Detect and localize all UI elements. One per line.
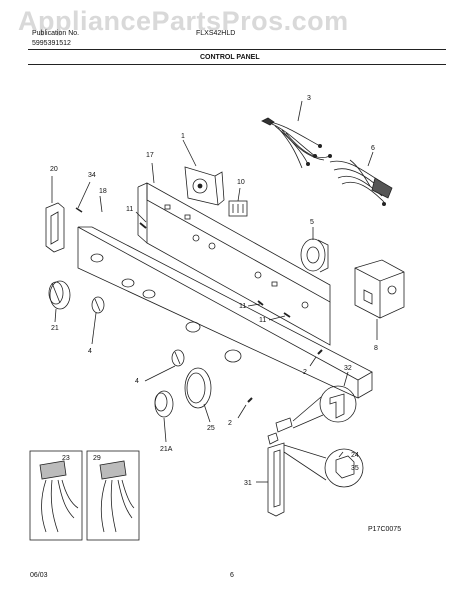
callout-3: 3 (307, 95, 311, 102)
footer-date: 06/03 (30, 572, 48, 579)
publication-label: Publication No. (32, 30, 80, 37)
callout-6: 6 (371, 145, 375, 152)
publication-number: 5995391512 (32, 40, 71, 47)
control-console-18-drawing (77, 195, 373, 399)
knob-21-drawing (48, 280, 71, 323)
callout-21: 21 (51, 325, 59, 332)
callout-34: 34 (88, 172, 96, 179)
callout-11b: 11 (239, 303, 246, 310)
clips-2-drawing (237, 349, 323, 419)
page-number: 6 (230, 572, 234, 579)
harness-inset-29-drawing (86, 450, 140, 541)
control-panel-back-plate-17-drawing (137, 162, 331, 346)
callout-10: 10 (237, 179, 245, 186)
callout-labels: 3 1 6 17 20 34 10 18 11 5 11 11 21 8 4 3… (50, 95, 378, 487)
callout-1: 1 (181, 133, 185, 140)
wire-harness-3-drawing (261, 100, 332, 169)
screws-11-drawing (135, 211, 291, 321)
detail-circle-32-drawing (292, 371, 357, 429)
callout-35: 35 (351, 465, 359, 472)
callout-23: 23 (62, 455, 70, 462)
knob-4-drawing (91, 296, 185, 382)
callout-21a: 21A (160, 446, 173, 453)
knob-21a-drawing (154, 390, 174, 443)
callout-11a: 11 (126, 206, 133, 213)
callout-5: 5 (310, 219, 314, 226)
callout-31: 31 (244, 480, 252, 487)
header-rule-bottom (28, 64, 446, 65)
bracket-31-drawing (256, 417, 293, 517)
callout-11c: 11 (259, 317, 266, 324)
bracket-20-drawing (45, 176, 91, 253)
callout-17: 17 (146, 152, 154, 159)
callout-8: 8 (374, 345, 378, 352)
switch-10-drawing (228, 187, 248, 217)
drawing-code: P17C0075 (368, 526, 402, 533)
callout-18: 18 (99, 188, 107, 195)
model-label: FLXS42HLD (196, 30, 236, 37)
callout-2b: 2 (228, 420, 232, 427)
callout-32: 32 (344, 365, 352, 372)
detail-circle-35-drawing (283, 444, 364, 488)
wire-harness-6-drawing (329, 151, 393, 206)
watermark: AppliancePartsPros.com (18, 6, 349, 36)
callout-29: 29 (93, 455, 101, 462)
callout-2a: 2 (303, 369, 307, 376)
header-rule-top (28, 49, 446, 50)
motor-assembly-8-drawing (354, 259, 405, 340)
timer-1-drawing (182, 139, 225, 206)
harness-inset-23-drawing (29, 450, 83, 541)
callout-4b: 4 (135, 378, 139, 385)
dial-25-drawing (184, 367, 212, 423)
section-title: CONTROL PANEL (200, 54, 260, 61)
callout-24: 24 (351, 452, 359, 459)
callout-20: 20 (50, 166, 58, 173)
callout-4a: 4 (88, 348, 92, 355)
callout-25: 25 (207, 425, 215, 432)
selector-switch-5-drawing (300, 227, 329, 273)
